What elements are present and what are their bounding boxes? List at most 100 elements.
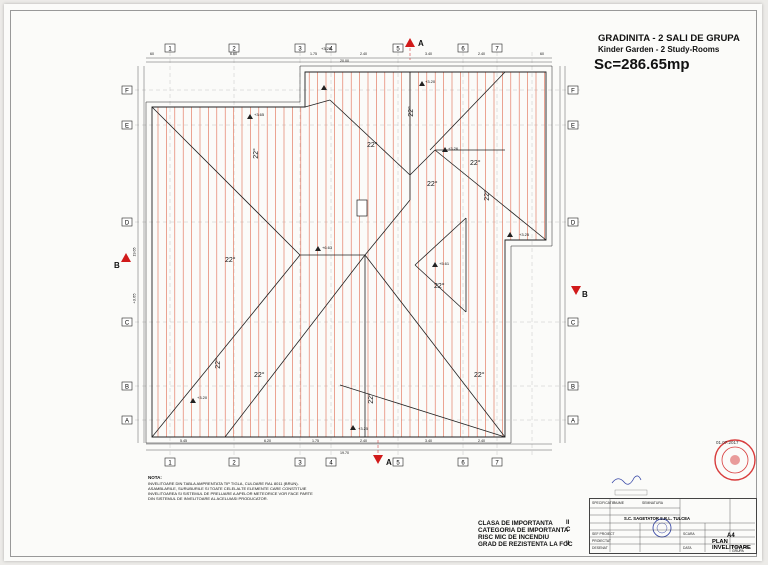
slope-label: 22° [470, 160, 481, 167]
tb-row-label: SCARA [683, 532, 695, 536]
axis-bubble-right: B [567, 381, 579, 391]
svg-text:E: E [571, 124, 575, 130]
dim-label: 60 [540, 52, 544, 56]
hip-and-ridge-lines [151, 71, 547, 438]
section-a-bottom: A [386, 458, 392, 467]
dim-label: 60 [150, 52, 154, 56]
round-stamp [714, 439, 756, 481]
class-label: RISC MIC DE INCENDIU [478, 534, 550, 541]
dim-label: 3.40 [425, 52, 432, 56]
svg-text:F: F [571, 89, 575, 95]
dim-label: 2.40 [360, 439, 367, 443]
svg-text:4: 4 [329, 47, 333, 53]
axis-bubble-top: 7 [491, 43, 503, 53]
axis-bubble-left: C [121, 317, 133, 327]
roof-outline [145, 65, 553, 444]
axis-bubble-top: 2 [228, 43, 240, 53]
elevation-label: +3.20 [197, 395, 208, 400]
slope-label: 22° [254, 372, 265, 379]
dim-label: 2.40 [360, 52, 367, 56]
svg-text:6: 6 [461, 47, 465, 53]
axis-bubble-top: 4 [325, 43, 337, 53]
drawing-subtitle: Kinder Garden - 2 Study-Rooms [598, 45, 720, 54]
class-label: CLASA DE IMPORTANTA [478, 520, 553, 527]
axis-bubble-right: F [567, 85, 579, 95]
elevation-label: +3.65 [254, 112, 265, 117]
elevation-label: +3.20 [321, 46, 332, 51]
tb-row-label: SEMNATURA [642, 501, 664, 505]
slope-label: 22° [427, 181, 438, 188]
sheet-border [10, 10, 757, 557]
class-value: C [566, 527, 571, 533]
axis-bubble-top: 6 [457, 43, 469, 53]
svg-text:5: 5 [396, 461, 400, 467]
tb-row-label: NUME [614, 501, 624, 505]
axis-bubble-bottom: 4 [325, 457, 337, 467]
section-b-left: B [114, 261, 120, 270]
svg-text:2: 2 [232, 47, 236, 53]
svg-text:F: F [125, 89, 129, 95]
class-label: CATEGORIA DE IMPORTANTA [478, 527, 569, 534]
axis-bubble-right: A [567, 415, 579, 425]
axis-bubble-bottom: 6 [457, 457, 469, 467]
dim-label: 1.75 [310, 52, 317, 56]
note-heading: NOTA: [148, 475, 162, 480]
axis-bubble-top: 5 [392, 43, 404, 53]
dim-total: 19.70 [340, 451, 349, 455]
svg-text:D: D [125, 221, 130, 227]
elevation-label: +3.25 [519, 232, 530, 237]
svg-text:2: 2 [232, 461, 236, 467]
sheet-subtitle: 2 SALI DE GRUPA [732, 545, 748, 553]
note-body: INVELITOARE DIN TABLA AMPRENTATA TIP TIG… [148, 481, 313, 501]
slope-label: 22° [474, 372, 485, 379]
elevation-label: +3.26 [448, 146, 459, 151]
axis-gridlines [128, 52, 580, 455]
axis-bubble-left: A [121, 415, 133, 425]
axis-bubble-left: F [121, 85, 133, 95]
axis-bubble-bottom: 1 [164, 457, 176, 467]
class-value: II [566, 541, 570, 547]
tb-row-label: PROIECTAT [592, 539, 611, 543]
dim-label: 6.20 [264, 439, 271, 443]
sheet-title: PLAN INVELITOARE [712, 539, 751, 551]
tb-row-label: DATA [683, 546, 692, 550]
axis-bubble-bottom: 5 [392, 457, 404, 467]
svg-text:3: 3 [298, 461, 302, 467]
svg-text:E: E [125, 124, 129, 130]
elevation-label: +3.20 [425, 79, 436, 84]
tb-row-label: DESENAT [592, 546, 608, 550]
dim-label: 2.40 [478, 439, 485, 443]
svg-text:B: B [125, 385, 129, 391]
svg-text:B: B [571, 385, 575, 391]
svg-text:D: D [571, 221, 576, 227]
svg-text:1: 1 [168, 47, 172, 53]
title-block: S.C. SAGETATOR S.R.L. TULCEA SPECIFICATI… [589, 498, 757, 554]
slope-label: 22° [434, 283, 445, 290]
slope-label: 22° [252, 148, 260, 159]
axis-bubble-left: E [121, 120, 133, 130]
svg-text:3: 3 [298, 47, 302, 53]
slope-label: 22° [367, 393, 375, 404]
slope-label: 22° [483, 190, 491, 201]
svg-text:C: C [571, 321, 576, 327]
slope-label: 22° [225, 257, 236, 264]
svg-text:5: 5 [396, 47, 400, 53]
axis-bubble-right: C [567, 317, 579, 327]
svg-text:A: A [125, 419, 129, 425]
section-cut-lines [377, 48, 411, 454]
svg-text:C: C [125, 321, 130, 327]
section-arrows [121, 38, 581, 464]
sheet-number: A4 [727, 533, 735, 539]
drawing-title: GRADINITA - 2 SALI DE GRUPA [598, 33, 740, 44]
axis-bubble-bottom: 7 [491, 457, 503, 467]
rafter-lines [157, 72, 545, 437]
dim-total: 19.65 [132, 247, 137, 257]
tb-row-label: SEF PROIECT [592, 532, 615, 536]
tb-row-label: SPECIFICATIE [592, 501, 615, 505]
svg-text:7: 7 [495, 47, 499, 53]
chimney [356, 199, 368, 217]
slope-label: 22° [367, 142, 378, 149]
axis-bubble-left: B [121, 381, 133, 391]
drawing-sheet [4, 4, 762, 561]
